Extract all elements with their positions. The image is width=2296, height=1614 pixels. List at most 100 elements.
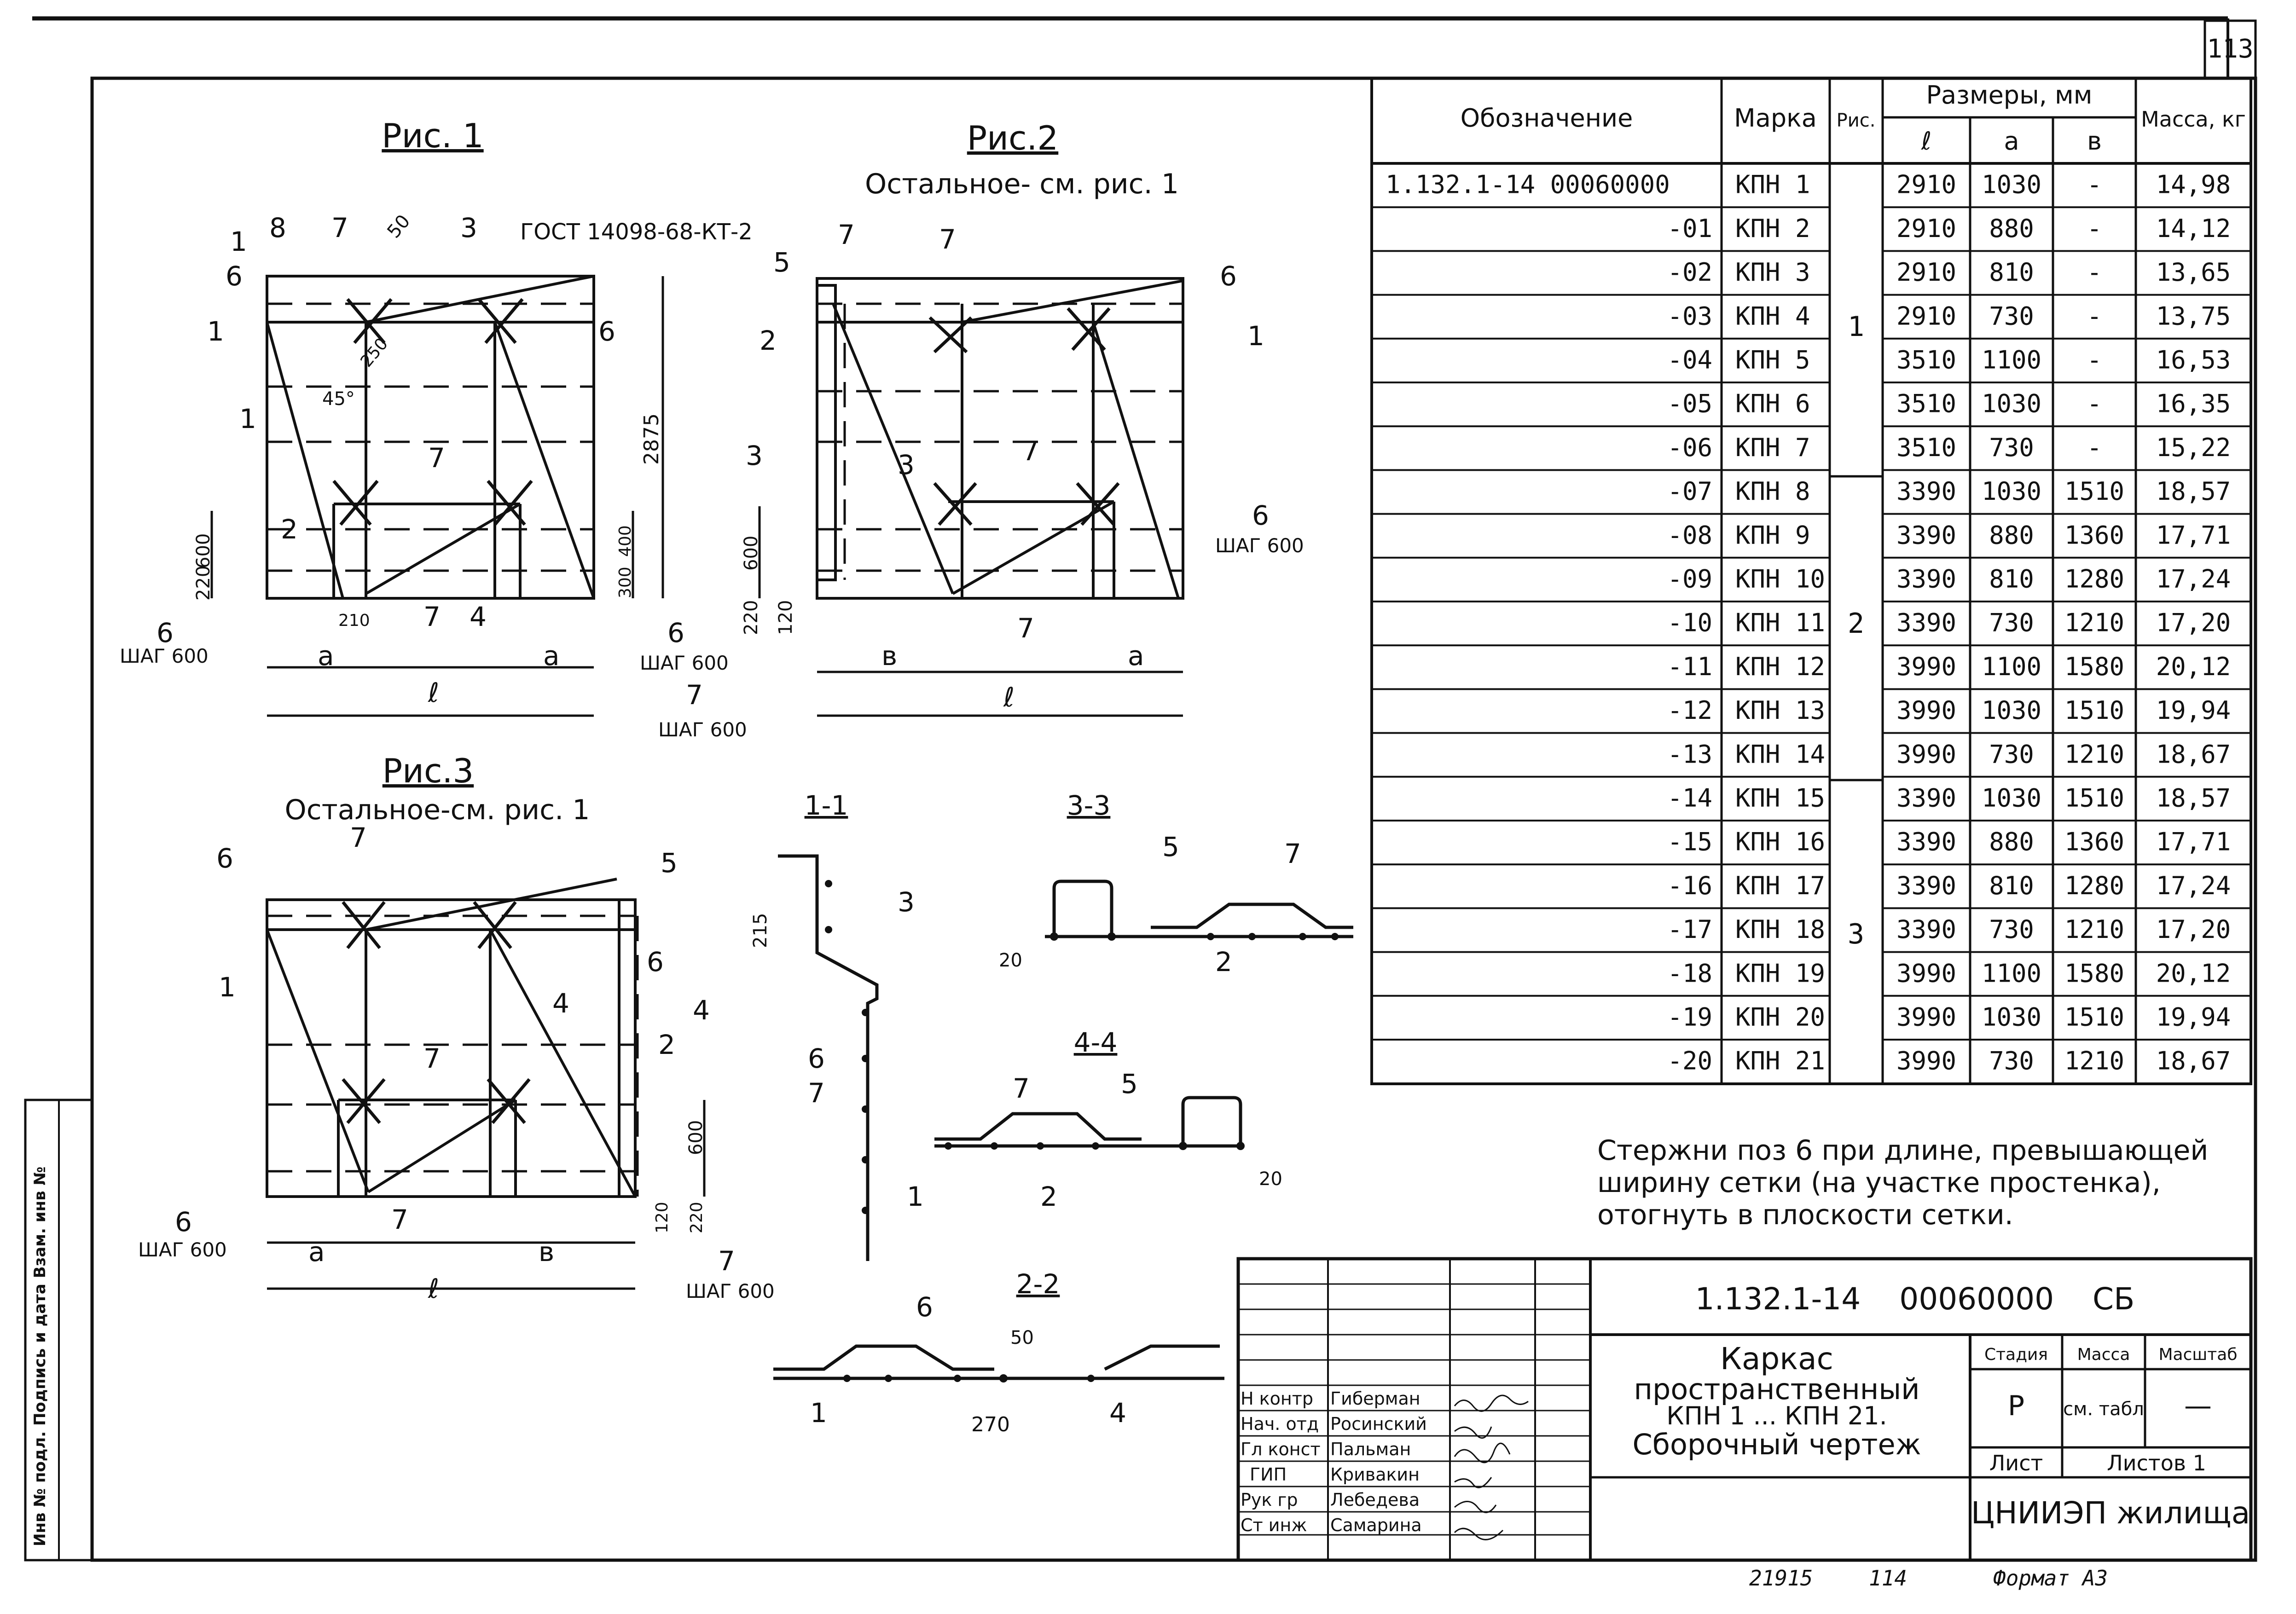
fig2-dim-l: ℓ [1003, 682, 1015, 713]
figure-1-labels: Рис. 1 ГОСТ 14098-68-КТ-2 1 1 6 8 7 3 6 … [120, 116, 753, 708]
table-cell-m: КПН 2 [1735, 214, 1810, 243]
table-cell-m: КПН 19 [1735, 959, 1825, 988]
table-cell-b: 1210 [2064, 608, 2124, 637]
table-cell-a: 810 [1989, 565, 2034, 594]
title-block-grid [1236, 1257, 2253, 1562]
table-cell-b: 1510 [2064, 1003, 2124, 1032]
table-cell-b: 1580 [2064, 959, 2124, 988]
table-cell-w: 14,98 [2156, 170, 2231, 199]
fig1-d300: 300 [616, 567, 635, 598]
s22-pos-6: 6 [916, 1291, 933, 1323]
table-cell-l: 3390 [1896, 477, 1956, 506]
table-cell-b: 1360 [2064, 521, 2124, 550]
figure-2 [758, 277, 1184, 717]
table-cell-d: -18 [1667, 959, 1712, 988]
s22-pos-4: 4 [1109, 1397, 1126, 1429]
fig3-pos-2: 2 [658, 1029, 675, 1060]
s11-pos-7: 7 [808, 1077, 825, 1109]
fig2-pos-3: 3 [746, 440, 763, 471]
s33-pos-5: 5 [1162, 831, 1179, 862]
fig2-d600: 600 [741, 536, 762, 571]
table-cell-m: КПН 3 [1735, 258, 1810, 287]
fig2-pos-5: 5 [773, 247, 790, 278]
fig1-pos-7: 7 [331, 212, 348, 243]
table-cell-a: 1100 [1982, 959, 2041, 988]
s44-pos-7: 7 [1013, 1073, 1030, 1104]
fig-group-2: 2 [1848, 607, 1864, 640]
table-cell-w: 18,67 [2156, 740, 2231, 769]
table-cell-m: КПН 17 [1735, 871, 1825, 900]
s44-pos-5: 5 [1121, 1068, 1138, 1099]
s11-pos-3: 3 [898, 886, 915, 918]
fig3-pos-6b: 6 [647, 946, 664, 978]
fig1-pos-8: 8 [269, 212, 286, 243]
fig3-pos-7b: 7 [423, 1043, 441, 1074]
note: Стержни поз 6 при длине, превышающей шир… [1597, 1134, 2208, 1231]
table-cell-l: 2910 [1896, 258, 1956, 287]
s22-pos-1: 1 [810, 1397, 827, 1429]
fig3-pos-6c: 6 [175, 1206, 192, 1238]
table-cell-a: 810 [1989, 871, 2034, 900]
fig3-step: ШАГ 600 [138, 1238, 227, 1261]
side-strip-text: Инв № подл. Подпись и дата Взам. инв № [31, 1167, 49, 1546]
table-cell-b: 1580 [2064, 652, 2124, 681]
fig3-note: Остальное-см. рис. 1 [285, 794, 590, 826]
table-cell-b: 1360 [2064, 827, 2124, 856]
table-cell-a: 880 [1989, 521, 2034, 550]
table-cell-a: 730 [1989, 301, 2034, 330]
table-cell-w: 13,65 [2156, 258, 2231, 287]
footer-page: 114 [1869, 1566, 1907, 1591]
hdr-sizes: Размеры, мм [1926, 81, 2092, 110]
fig2-dim-a: a [1128, 640, 1144, 671]
fig1-d50: 50 [383, 211, 414, 243]
table-cell-b: 1210 [2064, 915, 2124, 944]
role-5: Ст инж [1241, 1515, 1307, 1535]
fig1-d220: 220 [193, 566, 214, 601]
title-line-4: Сборочный чертеж [1632, 1428, 1921, 1461]
fig3-dim-a: a [308, 1236, 325, 1267]
figure-1 [210, 275, 664, 717]
table-cell-m: КПН 14 [1735, 740, 1825, 769]
table-cell-a: 1030 [1982, 389, 2041, 418]
table-cell-d: -14 [1667, 784, 1712, 813]
fig1-pos-6c: 6 [157, 617, 174, 648]
fig2-pos-6: 6 [1220, 260, 1237, 292]
table-cell-a: 1030 [1982, 784, 2041, 813]
fig1-d210: 210 [338, 611, 370, 630]
table-cell-m: КПН 10 [1735, 565, 1825, 594]
table-cell-a: 880 [1989, 827, 2034, 856]
fig2-pos-6b: 6 [1252, 500, 1269, 531]
table-cell-d: -20 [1667, 1047, 1712, 1076]
table-cell-m: КПН 16 [1735, 827, 1825, 856]
section-2-2: 2-2 [1016, 1268, 1060, 1300]
fig1-d400: 400 [616, 525, 635, 557]
table-cell-b: 1210 [2064, 1047, 2124, 1076]
table-cell-l: 3990 [1896, 1047, 1956, 1076]
table-cell-d: -16 [1667, 871, 1712, 900]
table-cell-m: КПН 5 [1735, 346, 1810, 375]
role-2: Гл конст [1241, 1439, 1321, 1459]
spec-table-header: Обозначение Марка Рис. Размеры, мм ℓ a в… [1461, 81, 2246, 156]
fig2-pos-7d: 7 [1017, 613, 1034, 644]
table-cell-d: -13 [1667, 740, 1712, 769]
fig1-d2875: 2875 [640, 413, 663, 465]
role-3: ГИП [1250, 1464, 1287, 1485]
table-cell-w: 18,57 [2156, 477, 2231, 506]
sheets-label: Листов 1 [2107, 1451, 2206, 1475]
fig2-step: ШАГ 600 [1215, 534, 1304, 557]
fig2-note: Остальное- см. рис. 1 [865, 168, 1179, 200]
table-cell-l: 3990 [1896, 696, 1956, 725]
table-cell-l: 3390 [1896, 871, 1956, 900]
table-cell-a: 730 [1989, 433, 2034, 462]
table-cell-b: 1280 [2064, 871, 2124, 900]
stage-value: Р [2008, 1390, 2024, 1422]
table-cell-m: КПН 20 [1735, 1003, 1825, 1032]
section-dots [825, 880, 1339, 1383]
fig3-pos-6: 6 [216, 843, 233, 874]
s22-d50: 50 [1010, 1327, 1034, 1348]
section-labels: 1-1 3-3 4-4 2-2 215 3 6 7 1 5 7 2 20 7 5… [750, 790, 1301, 1436]
fig3-title: Рис.3 [383, 752, 474, 790]
table-cell-l: 3510 [1896, 433, 1956, 462]
s33-d20: 20 [999, 950, 1022, 971]
table-cell-d: -02 [1667, 258, 1712, 287]
